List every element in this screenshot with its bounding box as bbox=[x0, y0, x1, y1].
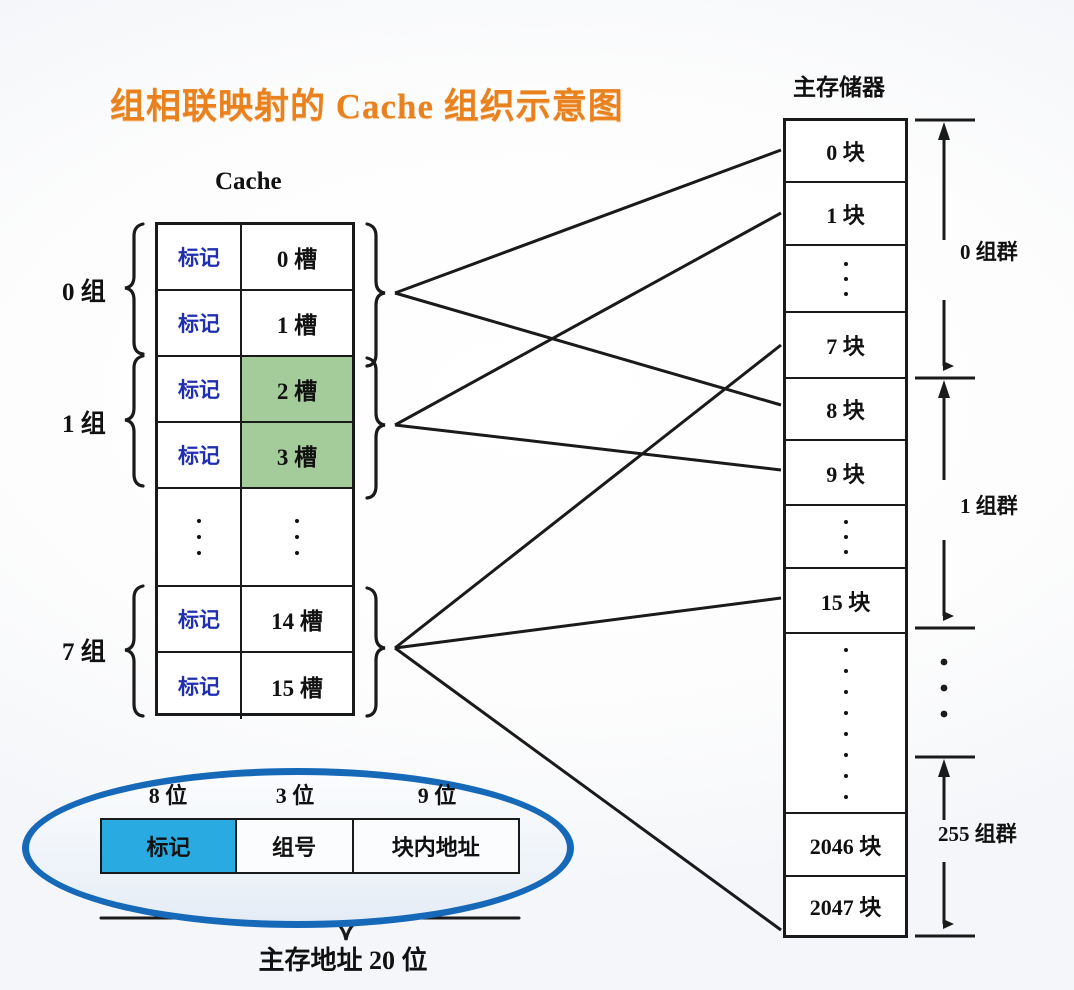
bit-width-offset: 9 位 bbox=[417, 783, 457, 808]
memory-caption: 主存储器 bbox=[793, 75, 885, 100]
cache-slot-cell: 1 槽 bbox=[276, 313, 318, 338]
memory-ellipsis-row bbox=[786, 634, 905, 814]
cache-row-highlighted[interactable]: 标记 2 槽 bbox=[158, 357, 352, 423]
cache-slot-cell: 14 槽 bbox=[271, 609, 323, 634]
cache-tag-cell: 标记 bbox=[158, 225, 242, 289]
memory-block-row[interactable]: 1 块 bbox=[786, 183, 905, 246]
cache-slot-cell: 15 槽 bbox=[271, 676, 323, 701]
cache-row[interactable]: 标记 14 槽 bbox=[158, 587, 352, 653]
cache-tag-cell: 标记 bbox=[158, 357, 242, 421]
cache-tag-cell: 标记 bbox=[158, 653, 242, 719]
memory-block-row[interactable]: 2046 块 bbox=[786, 814, 905, 877]
cache-row[interactable]: 标记 15 槽 bbox=[158, 653, 352, 719]
vertical-ellipsis-icon bbox=[158, 489, 242, 585]
address-field-boxes: 标记 组号 块内地址 bbox=[100, 818, 520, 874]
memory-block-row[interactable]: 15 块 bbox=[786, 569, 905, 634]
vertical-ellipsis-icon bbox=[242, 489, 352, 585]
memory-block-row[interactable]: 8 块 bbox=[786, 379, 905, 441]
cache-row[interactable]: 标记 1 槽 bbox=[158, 291, 352, 357]
cache-slot-cell: 2 槽 bbox=[242, 357, 352, 421]
page-title: 组相联映射的 Cache 组织示意图 bbox=[110, 87, 624, 126]
memory-block-row[interactable]: 9 块 bbox=[786, 441, 905, 506]
memory-range-label-255: 255 组群 bbox=[938, 822, 1017, 846]
memory-block-row[interactable]: 0 块 bbox=[786, 121, 905, 183]
cache-table: 标记 0 槽 标记 1 槽 标记 2 槽 标记 3 槽 标记 14 槽 标记 1… bbox=[155, 222, 355, 719]
cache-row-ellipsis bbox=[158, 489, 352, 587]
address-bit-widths: 8 位 3 位 9 位 bbox=[100, 778, 520, 812]
cache-slot-cell: 0 槽 bbox=[276, 247, 318, 272]
main-memory-table: 0 块 1 块 7 块 8 块 9 块 15 块 2046 块 2047 块 bbox=[783, 118, 908, 938]
cache-group-label-1: 1 组 bbox=[62, 411, 106, 438]
cache-group-label-0: 0 组 bbox=[62, 279, 106, 306]
address-field-tag[interactable]: 标记 bbox=[102, 820, 237, 872]
memory-ellipsis-row bbox=[786, 506, 905, 569]
cache-row-highlighted[interactable]: 标记 3 槽 bbox=[158, 423, 352, 489]
memory-range-label-1: 1 组群 bbox=[960, 494, 1018, 518]
cache-caption: Cache bbox=[215, 168, 282, 195]
memory-range-label-0: 0 组群 bbox=[960, 240, 1018, 264]
cache-slot-cell: 3 槽 bbox=[242, 423, 352, 487]
memory-block-row[interactable]: 2047 块 bbox=[809, 895, 882, 920]
cache-tag-cell: 标记 bbox=[158, 291, 242, 355]
memory-block-row[interactable]: 7 块 bbox=[786, 313, 905, 379]
cache-group-label-7: 7 组 bbox=[62, 639, 106, 666]
bit-width-tag: 8 位 bbox=[148, 783, 188, 808]
cache-row[interactable]: 标记 0 槽 bbox=[158, 225, 352, 291]
address-total-label: 主存地址 20 位 bbox=[258, 946, 428, 975]
address-field-block-offset[interactable]: 块内地址 bbox=[391, 835, 480, 860]
memory-ellipsis-row bbox=[786, 246, 905, 313]
cache-tag-cell: 标记 bbox=[158, 587, 242, 651]
cache-tag-cell: 标记 bbox=[158, 423, 242, 487]
bit-width-set: 3 位 bbox=[275, 783, 315, 808]
address-field-set-number[interactable]: 组号 bbox=[237, 820, 354, 872]
